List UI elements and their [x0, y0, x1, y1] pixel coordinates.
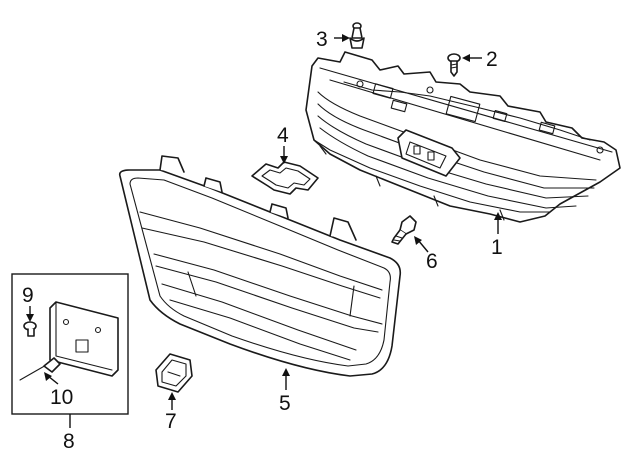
- part-7-retainer: [155, 353, 193, 393]
- part-1-grille-support: [305, 51, 621, 223]
- part-4-emblem: [251, 161, 319, 195]
- license-plate-bracket: [49, 301, 119, 377]
- part-10-rivet: [19, 357, 61, 381]
- callout-1: 1: [491, 236, 503, 259]
- callout-10: 10: [50, 386, 73, 409]
- part-9-pin: [23, 321, 37, 337]
- callout-9: 9: [22, 284, 34, 307]
- callout-4: 4: [277, 124, 289, 147]
- part-3-push-clip: [349, 22, 365, 49]
- callout-3: 3: [316, 28, 328, 51]
- part-2-screw: [447, 53, 461, 77]
- part-8-kit-box: [11, 273, 129, 415]
- callout-5: 5: [279, 392, 291, 415]
- part-6-bolt: [391, 215, 417, 245]
- part-5-lower-grille: [118, 155, 402, 377]
- callout-7: 7: [165, 410, 177, 433]
- callout-8: 8: [63, 430, 75, 453]
- callout-6: 6: [426, 250, 438, 273]
- leader-6: [417, 239, 429, 253]
- callout-2: 2: [486, 48, 498, 71]
